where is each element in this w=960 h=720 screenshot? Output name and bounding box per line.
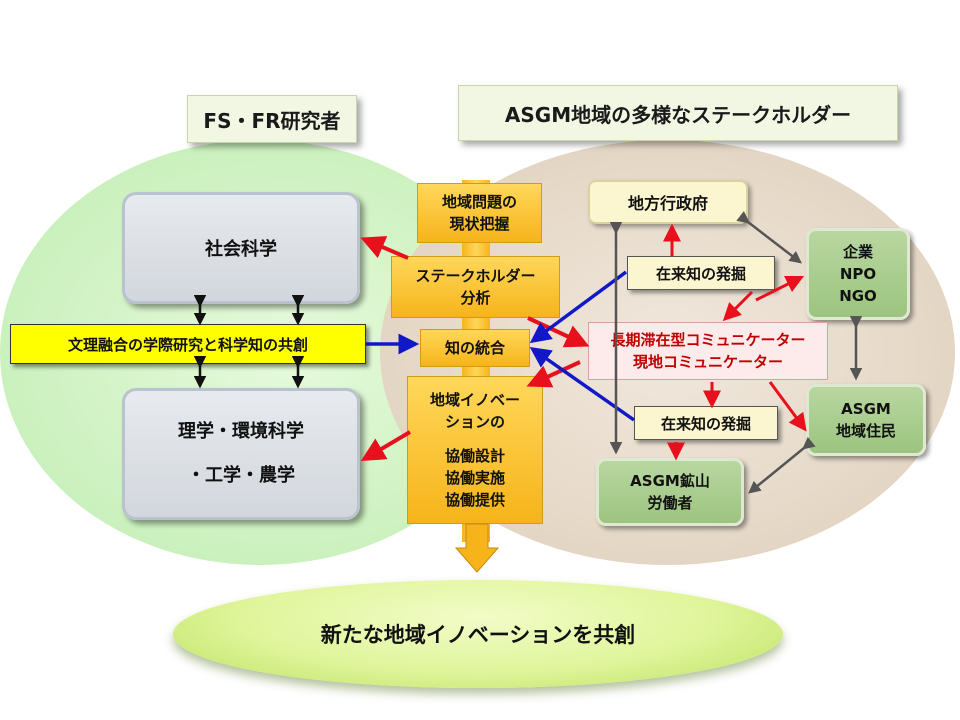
text-left-science-line1: 理学・環境科学 (178, 421, 304, 442)
knowledge-integration-box: 知の統合 (420, 329, 530, 367)
communicator-box: 長期滞在型コミュニケーター現地コミュニケーター (588, 322, 828, 380)
text-headers-right: ASGM地域の多様なステークホルダー (504, 102, 852, 127)
residents-box: ASGM 地域住民 (806, 384, 926, 456)
innovation-result-text: 新たな地域イノベーションを共創 (320, 623, 636, 647)
arrow-to-social-science (360, 236, 409, 260)
text-center-item2-line1: ステークホルダー (415, 267, 536, 285)
current-status-box: 地域問題の現状把握 (417, 183, 542, 243)
arrow-to-science (360, 430, 412, 462)
text-right-ngo-line2: NPO (839, 265, 877, 283)
text-left-social-science: 社会科学 (205, 239, 277, 260)
text-right-find-top: 在来知の発掘 (655, 264, 746, 283)
text-center-item4-line1: 地域イノベー (429, 391, 520, 409)
arrow-to-communicator-from-top (722, 290, 754, 322)
text-left-integration-label: 文理融合の学際研究と科学知の共創 (67, 335, 308, 354)
text-center-item4-line4: 協働実施 (444, 469, 505, 487)
connector-gov-ngo (736, 210, 802, 264)
text-center-item4-line5: 協働提供 (444, 491, 505, 509)
ngo-box: 企業 NPO NGO (806, 228, 910, 320)
text-center-item1-line1: 地域問題の (441, 193, 517, 211)
text-right-residents-line2: 地域住民 (835, 422, 896, 440)
down-arrow (454, 523, 500, 573)
social-science-box: 社会科学 (122, 192, 360, 304)
local-government-box: 地方行政府 (588, 180, 748, 224)
text-right-miners-line1: ASGM鉱山 (630, 472, 710, 490)
text-center-item1-line2: 現状把握 (449, 215, 510, 233)
co-design-box: 地域イノベー ションの 協働設計 協働実施 協働提供 (407, 376, 543, 524)
text-headers-left: FS・FR研究者 (203, 108, 341, 133)
stakeholder-analysis-box: ステークホルダー分析 (391, 256, 560, 318)
text-center-item4-line3: 協働設計 (444, 447, 505, 465)
arrow-communicator-to-ngo-a (755, 275, 805, 302)
text-center-item4-line2: ションの (444, 413, 505, 431)
science-engineering-box: 理学・環境科学 ・工学・農学 (122, 388, 360, 520)
arrow-top-find-to-integration (529, 270, 628, 344)
text-right-find-bottom: 在来知の発掘 (660, 414, 751, 433)
text-right-communicator-line2: 現地コミュニケーター (632, 353, 783, 371)
connector-residents-miners (748, 436, 816, 494)
text-right-ngo-line3: NGO (839, 287, 877, 305)
arrow-bottom-find-to-integration (529, 346, 636, 422)
researchers-header: FS・FR研究者 (187, 95, 357, 143)
text-center-item3: 知の統合 (444, 339, 505, 357)
innovation-result-ellipse: 新たな地域イノベーションを共創 (173, 580, 783, 688)
arrow-communicator-lower (526, 360, 581, 388)
text-right-residents-line1: ASGM (841, 400, 891, 418)
text-right-local-gov: 地方行政府 (627, 194, 708, 213)
stakeholders-header: ASGM地域の多様なステークホルダー (458, 85, 898, 141)
text-center-item2-line2: 分析 (460, 289, 491, 307)
text-right-communicator-line1: 長期滞在型コミュニケーター (610, 331, 806, 349)
interdisciplinary-label: 文理融合の学際研究と科学知の共創 (10, 324, 366, 364)
text-right-miners-line2: 労働者 (647, 494, 693, 512)
text-left-science-line2: ・工学・農学 (187, 465, 295, 486)
text-right-ngo-line1: 企業 (842, 243, 873, 261)
arrow-communicator-to-residents (768, 381, 807, 432)
indigenous-knowledge-bottom: 在来知の発掘 (634, 406, 778, 440)
